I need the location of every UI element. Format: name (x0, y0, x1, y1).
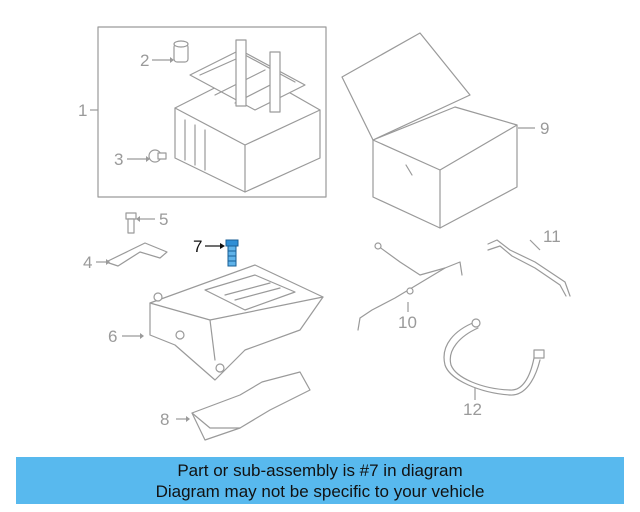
cable-10 (357, 242, 463, 331)
battery-assembly-group (90, 26, 327, 198)
parts-diagram: 1 2 3 4 5 6 7 8 9 10 11 12 (78, 26, 571, 441)
callout-4: 4 (83, 253, 92, 272)
battery (174, 39, 321, 193)
battery-cover (341, 32, 535, 229)
battery-cap (173, 40, 189, 63)
callout-10: 10 (398, 313, 417, 332)
cable-12 (443, 318, 545, 400)
battery-group-frame (97, 26, 327, 198)
callout-8: 8 (160, 410, 169, 429)
callout-12: 12 (463, 400, 482, 419)
battery-tray-6 (122, 264, 324, 381)
callout-7[interactable]: 7 (193, 237, 202, 256)
bracket-4 (96, 242, 168, 267)
callout-11: 11 (543, 227, 561, 246)
bolt-5 (125, 212, 155, 234)
callout-1: 1 (78, 101, 87, 120)
callout-9: 9 (540, 119, 549, 138)
banner-line-1: Part or sub-assembly is #7 in diagram (177, 461, 463, 480)
battery-plug (148, 149, 167, 163)
callout-5: 5 (159, 210, 168, 229)
diagram-notice-banner: Part or sub-assembly is #7 in diagram Di… (16, 457, 624, 504)
callout-2: 2 (140, 51, 149, 70)
callout-6: 6 (108, 327, 117, 346)
bolt-7-highlighted[interactable] (205, 239, 239, 267)
callout-3: 3 (114, 150, 123, 169)
cable-11 (487, 239, 571, 297)
insulator-8 (176, 371, 311, 441)
banner-line-2: Diagram may not be specific to your vehi… (155, 482, 485, 501)
